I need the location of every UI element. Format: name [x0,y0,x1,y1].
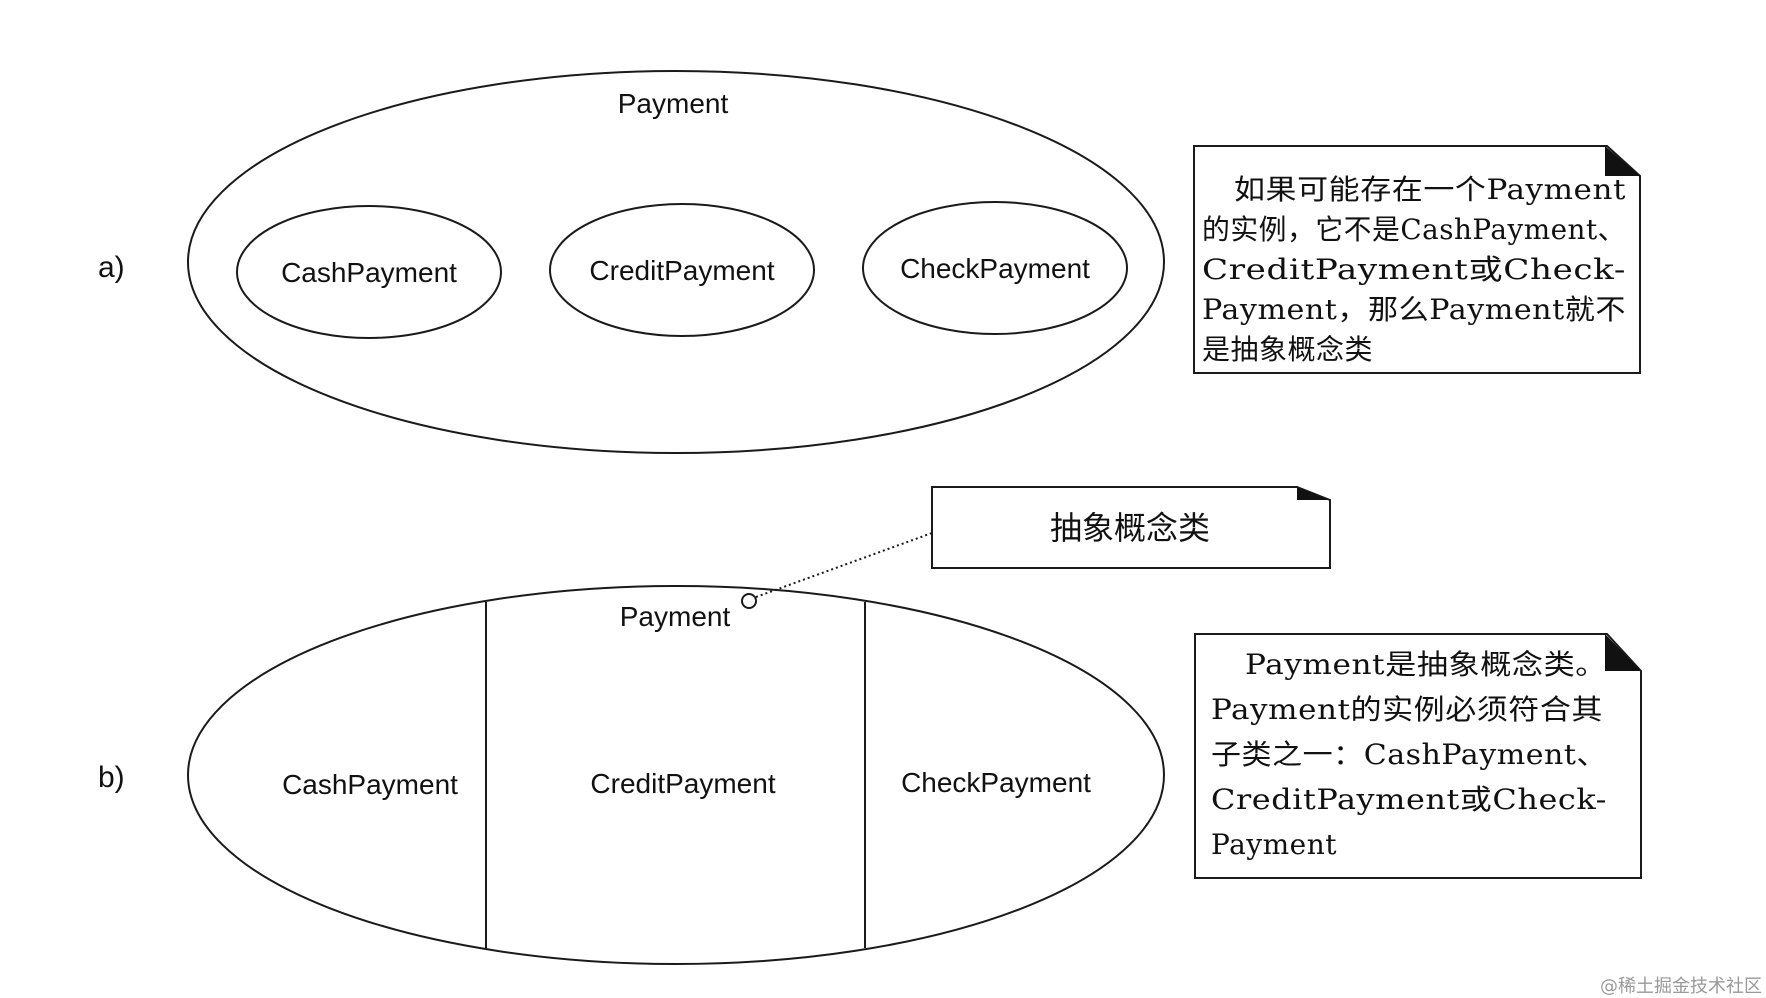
payment-title-a: Payment [618,88,729,119]
note-a-line-2: 的实例，它不是CashPayment、 [1202,213,1626,246]
credit-payment-ellipse-a [549,203,815,337]
note-a-line-3: CreditPayment或Check- [1202,253,1626,286]
note-a-box [1193,145,1641,374]
note-b-folded-corner [1605,634,1641,671]
note-a-folded-corner [1605,146,1640,176]
note-b-line-3: 子类之一：CashPayment、 [1211,738,1607,771]
check-payment-label-b: CheckPayment [901,767,1091,798]
note-a: 如果可能存在一个Payment 的实例，它不是CashPayment、 Cred… [1193,145,1641,374]
cash-payment-label-b: CashPayment [282,769,458,800]
note-b-line-4: CreditPayment或Check- [1211,783,1607,816]
note-a-line-4: Payment，那么Payment就不 [1202,293,1626,326]
note-a-line-1: 如果可能存在一个Payment [1234,173,1626,206]
panel-a: a) Payment CashPayment CreditPayment Che… [98,70,1641,454]
callout-box [931,486,1331,569]
callout-abstract-class: 抽象概念类 [931,486,1331,569]
credit-payment-label-a: CreditPayment [589,255,774,286]
panel-a-label: a) [98,251,125,284]
callout-folded-corner [1297,487,1330,500]
note-b-line-5: Payment [1211,828,1337,861]
note-a-line-5: 是抽象概念类 [1202,333,1373,366]
check-payment-label-a: CheckPayment [900,253,1090,284]
note-b: Payment是抽象概念类。 Payment的实例必须符合其 子类之一：Cash… [1194,633,1642,879]
payment-ellipse-a [187,70,1165,454]
payment-ellipse-b [187,585,1165,965]
credit-payment-label-b: CreditPayment [590,768,775,799]
note-connector-dotted [755,532,933,598]
note-anchor-circle [741,593,757,609]
payment-title-b: Payment [620,601,731,632]
watermark: @稀土掘金技术社区 [1600,976,1762,997]
cash-payment-label-a: CashPayment [281,257,457,288]
panel-b-label: b) [98,761,125,794]
cash-payment-ellipse-a [236,205,502,339]
panel-b: b) Payment CashPayment CreditPayment Che… [98,486,1642,965]
note-b-box [1194,633,1642,879]
note-b-line-1: Payment是抽象概念类。 [1245,648,1607,681]
note-b-line-2: Payment的实例必须符合其 [1211,693,1603,726]
callout-label: 抽象概念类 [1050,509,1210,547]
check-payment-ellipse-a [862,201,1128,335]
